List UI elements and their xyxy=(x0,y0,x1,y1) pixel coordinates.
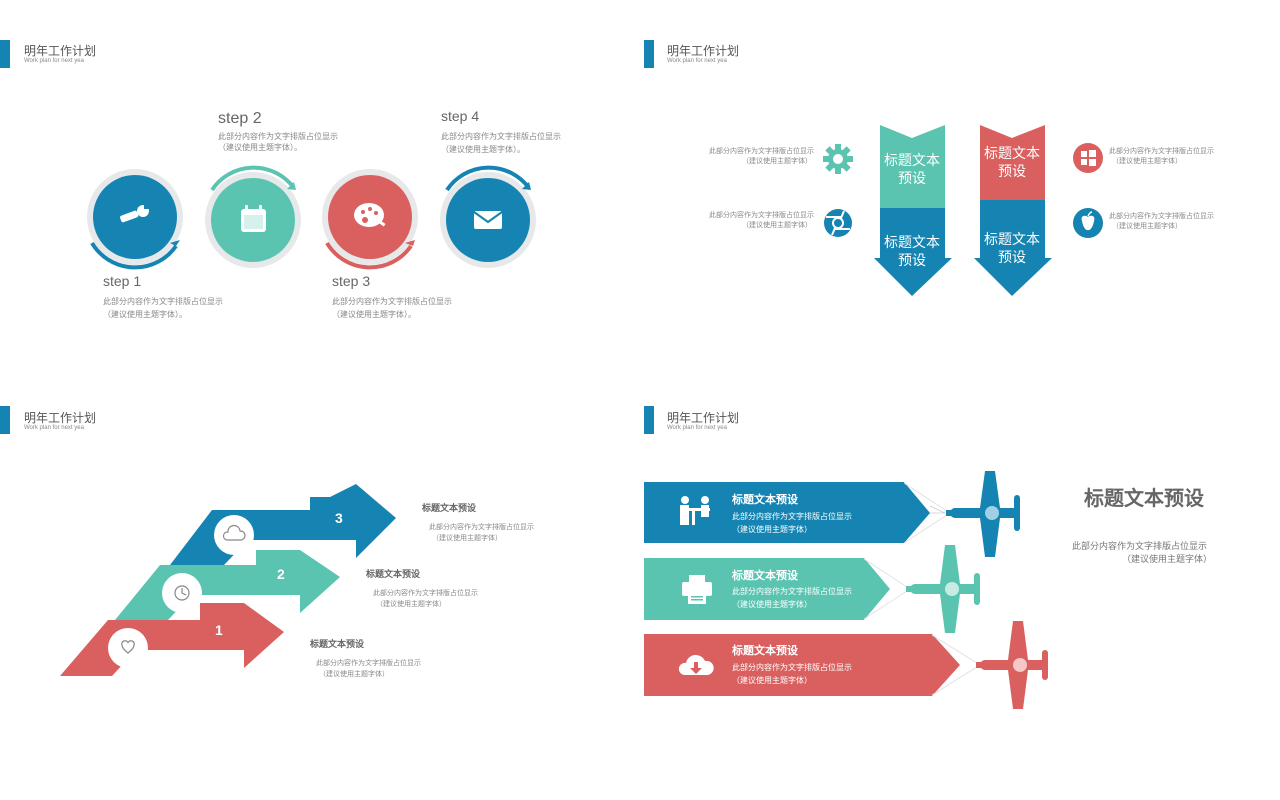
step-3-label: step 3 xyxy=(332,273,371,289)
item-aperture-line2: （建议使用主题字体） xyxy=(742,222,812,229)
row-1-title: 标题文本预设 xyxy=(732,493,798,506)
step-4-desc-line2: （建议使用主题字体）。 xyxy=(441,145,525,154)
step-4-desc-line1: 此部分内容作为文字排版占位显示 xyxy=(441,132,561,141)
arrow-1-line1: 此部分内容作为文字排版占位显示 xyxy=(316,660,421,667)
step-2-arc xyxy=(210,165,296,192)
item-gear-line1: 此部分内容作为文字排版占位显示 xyxy=(709,148,814,155)
big-title: 标题文本预设 xyxy=(1084,488,1204,510)
banner-1-bottom xyxy=(874,208,952,296)
slide-staircase-arrows: 明年工作计划 Work plan for next yea 3 2 1 标题文本… xyxy=(0,400,640,800)
palette-icon xyxy=(354,203,386,227)
item-aperture-line1: 此部分内容作为文字排版占位显示 xyxy=(709,212,814,219)
calendar-icon xyxy=(241,205,266,232)
wrench-icon xyxy=(120,203,149,223)
arrow-3-title: 标题文本预设 xyxy=(422,503,477,513)
arrow-2-title: 标题文本预设 xyxy=(366,569,421,579)
arrow-3-line1: 此部分内容作为文字排版占位显示 xyxy=(429,524,534,531)
clock-icon xyxy=(174,585,190,601)
big-desc-line1: 此部分内容作为文字排版占位显示 xyxy=(1072,541,1208,551)
airplane-banners-graphic xyxy=(644,471,1048,709)
row-2-line1: 此部分内容作为文字排版占位显示 xyxy=(732,587,852,596)
arrow-2-line1: 此部分内容作为文字排版占位显示 xyxy=(373,590,478,597)
row-1-line2: （建议使用主题字体） xyxy=(732,525,812,534)
banner-2-top-text: 标题文本 预设 xyxy=(984,146,1040,180)
airplane-2-icon xyxy=(906,545,980,633)
row-1-line1: 此部分内容作为文字排版占位显示 xyxy=(732,512,852,521)
banner-2-bottom xyxy=(974,200,1052,296)
row-1-banner xyxy=(644,482,930,543)
slide-title: 明年工作计划 xyxy=(24,44,97,58)
banner-arrows-graphic xyxy=(823,125,1103,296)
step-2-label: step 2 xyxy=(218,110,262,127)
step-3-arc xyxy=(325,241,413,270)
step-4-arc xyxy=(445,165,531,192)
slide-banners: 明年工作计划 Work plan for next yea xyxy=(640,0,1280,400)
step-1-label: step 1 xyxy=(103,273,142,289)
printer-icon xyxy=(682,575,712,604)
row-2-banner xyxy=(644,558,890,620)
header-accent-bar xyxy=(0,40,10,68)
arrow-3-icon-circle xyxy=(214,515,254,555)
mail-icon xyxy=(473,211,503,229)
slide-steps-circles: 明年工作计划 Work plan for next yea xyxy=(0,0,640,400)
staircase-arrows-graphic xyxy=(60,484,396,676)
item-gear-line2: （建议使用主题字体） xyxy=(742,158,812,165)
item-windows-line1: 此部分内容作为文字排版占位显示 xyxy=(1109,148,1214,155)
slide-subtitle: Work plan for next yea xyxy=(24,425,84,431)
arrow-1-number: 1 xyxy=(215,622,223,638)
slide-subtitle: Work plan for next yea xyxy=(667,58,727,64)
banner-1-bottom-text: 标题文本 预设 xyxy=(884,235,940,269)
row-2-title: 标题文本预设 xyxy=(732,569,798,582)
arrow-1-title: 标题文本预设 xyxy=(310,639,365,649)
step-1-desc-line1: 此部分内容作为文字排版占位显示 xyxy=(103,297,223,306)
banner-2-bottom-text: 标题文本 预设 xyxy=(984,232,1040,266)
arrow-2-number: 2 xyxy=(277,566,285,582)
step-1-desc-line2: （建议使用主题字体）。 xyxy=(103,310,187,319)
slide-title: 明年工作计划 xyxy=(667,44,740,58)
arrow-1-line2: （建议使用主题字体） xyxy=(319,671,389,678)
arrow-1-icon-circle xyxy=(108,628,148,668)
heart-icon xyxy=(121,640,135,654)
apple-icon xyxy=(1073,208,1103,238)
cloud-download-icon xyxy=(678,654,714,675)
big-desc-line2: （建议使用主题字体） xyxy=(1122,554,1213,564)
item-apple-line2: （建议使用主题字体） xyxy=(1112,223,1182,230)
slide-subtitle: Work plan for next yea xyxy=(24,58,84,64)
step-1-arc xyxy=(90,241,178,270)
header-accent-bar xyxy=(644,40,654,68)
header-accent-bar xyxy=(0,406,10,434)
row-3-title: 标题文本预设 xyxy=(732,644,798,657)
step-4-label: step 4 xyxy=(441,108,480,124)
airplane-3-icon xyxy=(976,621,1048,709)
step-2-desc-line2: （建议使用主题字体）。 xyxy=(218,143,302,152)
arrow-3-number: 3 xyxy=(335,510,343,526)
row-3-line1: 此部分内容作为文字排版占位显示 xyxy=(732,663,852,672)
row-3-line2: （建议使用主题字体） xyxy=(732,676,812,685)
banner-2-top xyxy=(980,125,1045,200)
arrow-2-line2: （建议使用主题字体） xyxy=(376,601,446,608)
banner-1-top xyxy=(880,125,945,208)
arrow-3-line2: （建议使用主题字体） xyxy=(432,535,502,542)
step-circles-graphic xyxy=(87,165,536,270)
slide-airplanes: 明年工作计划 Work plan for next yea xyxy=(640,400,1280,800)
cloud-icon xyxy=(222,524,246,541)
slide-title: 明年工作计划 xyxy=(24,411,97,425)
slide-subtitle: Work plan for next yea xyxy=(667,425,727,431)
aperture-icon xyxy=(824,209,852,237)
header-accent-bar xyxy=(644,406,654,434)
step-3-desc-line2: （建议使用主题字体）。 xyxy=(332,310,416,319)
gear-icon xyxy=(823,144,853,174)
row-3-banner xyxy=(644,634,960,696)
step-3-desc-line1: 此部分内容作为文字排版占位显示 xyxy=(332,297,452,306)
row-2-line2: （建议使用主题字体） xyxy=(732,600,812,609)
windows-icon xyxy=(1073,143,1103,173)
step-2-desc-line1: 此部分内容作为文字排版占位显示 xyxy=(218,132,338,141)
item-apple-line1: 此部分内容作为文字排版占位显示 xyxy=(1109,213,1214,220)
airplane-1-icon xyxy=(946,471,1020,557)
meeting-icon xyxy=(680,496,710,525)
slide-title: 明年工作计划 xyxy=(667,411,740,425)
banner-1-top-text: 标题文本 预设 xyxy=(884,153,940,187)
item-windows-line2: （建议使用主题字体） xyxy=(1112,158,1182,165)
